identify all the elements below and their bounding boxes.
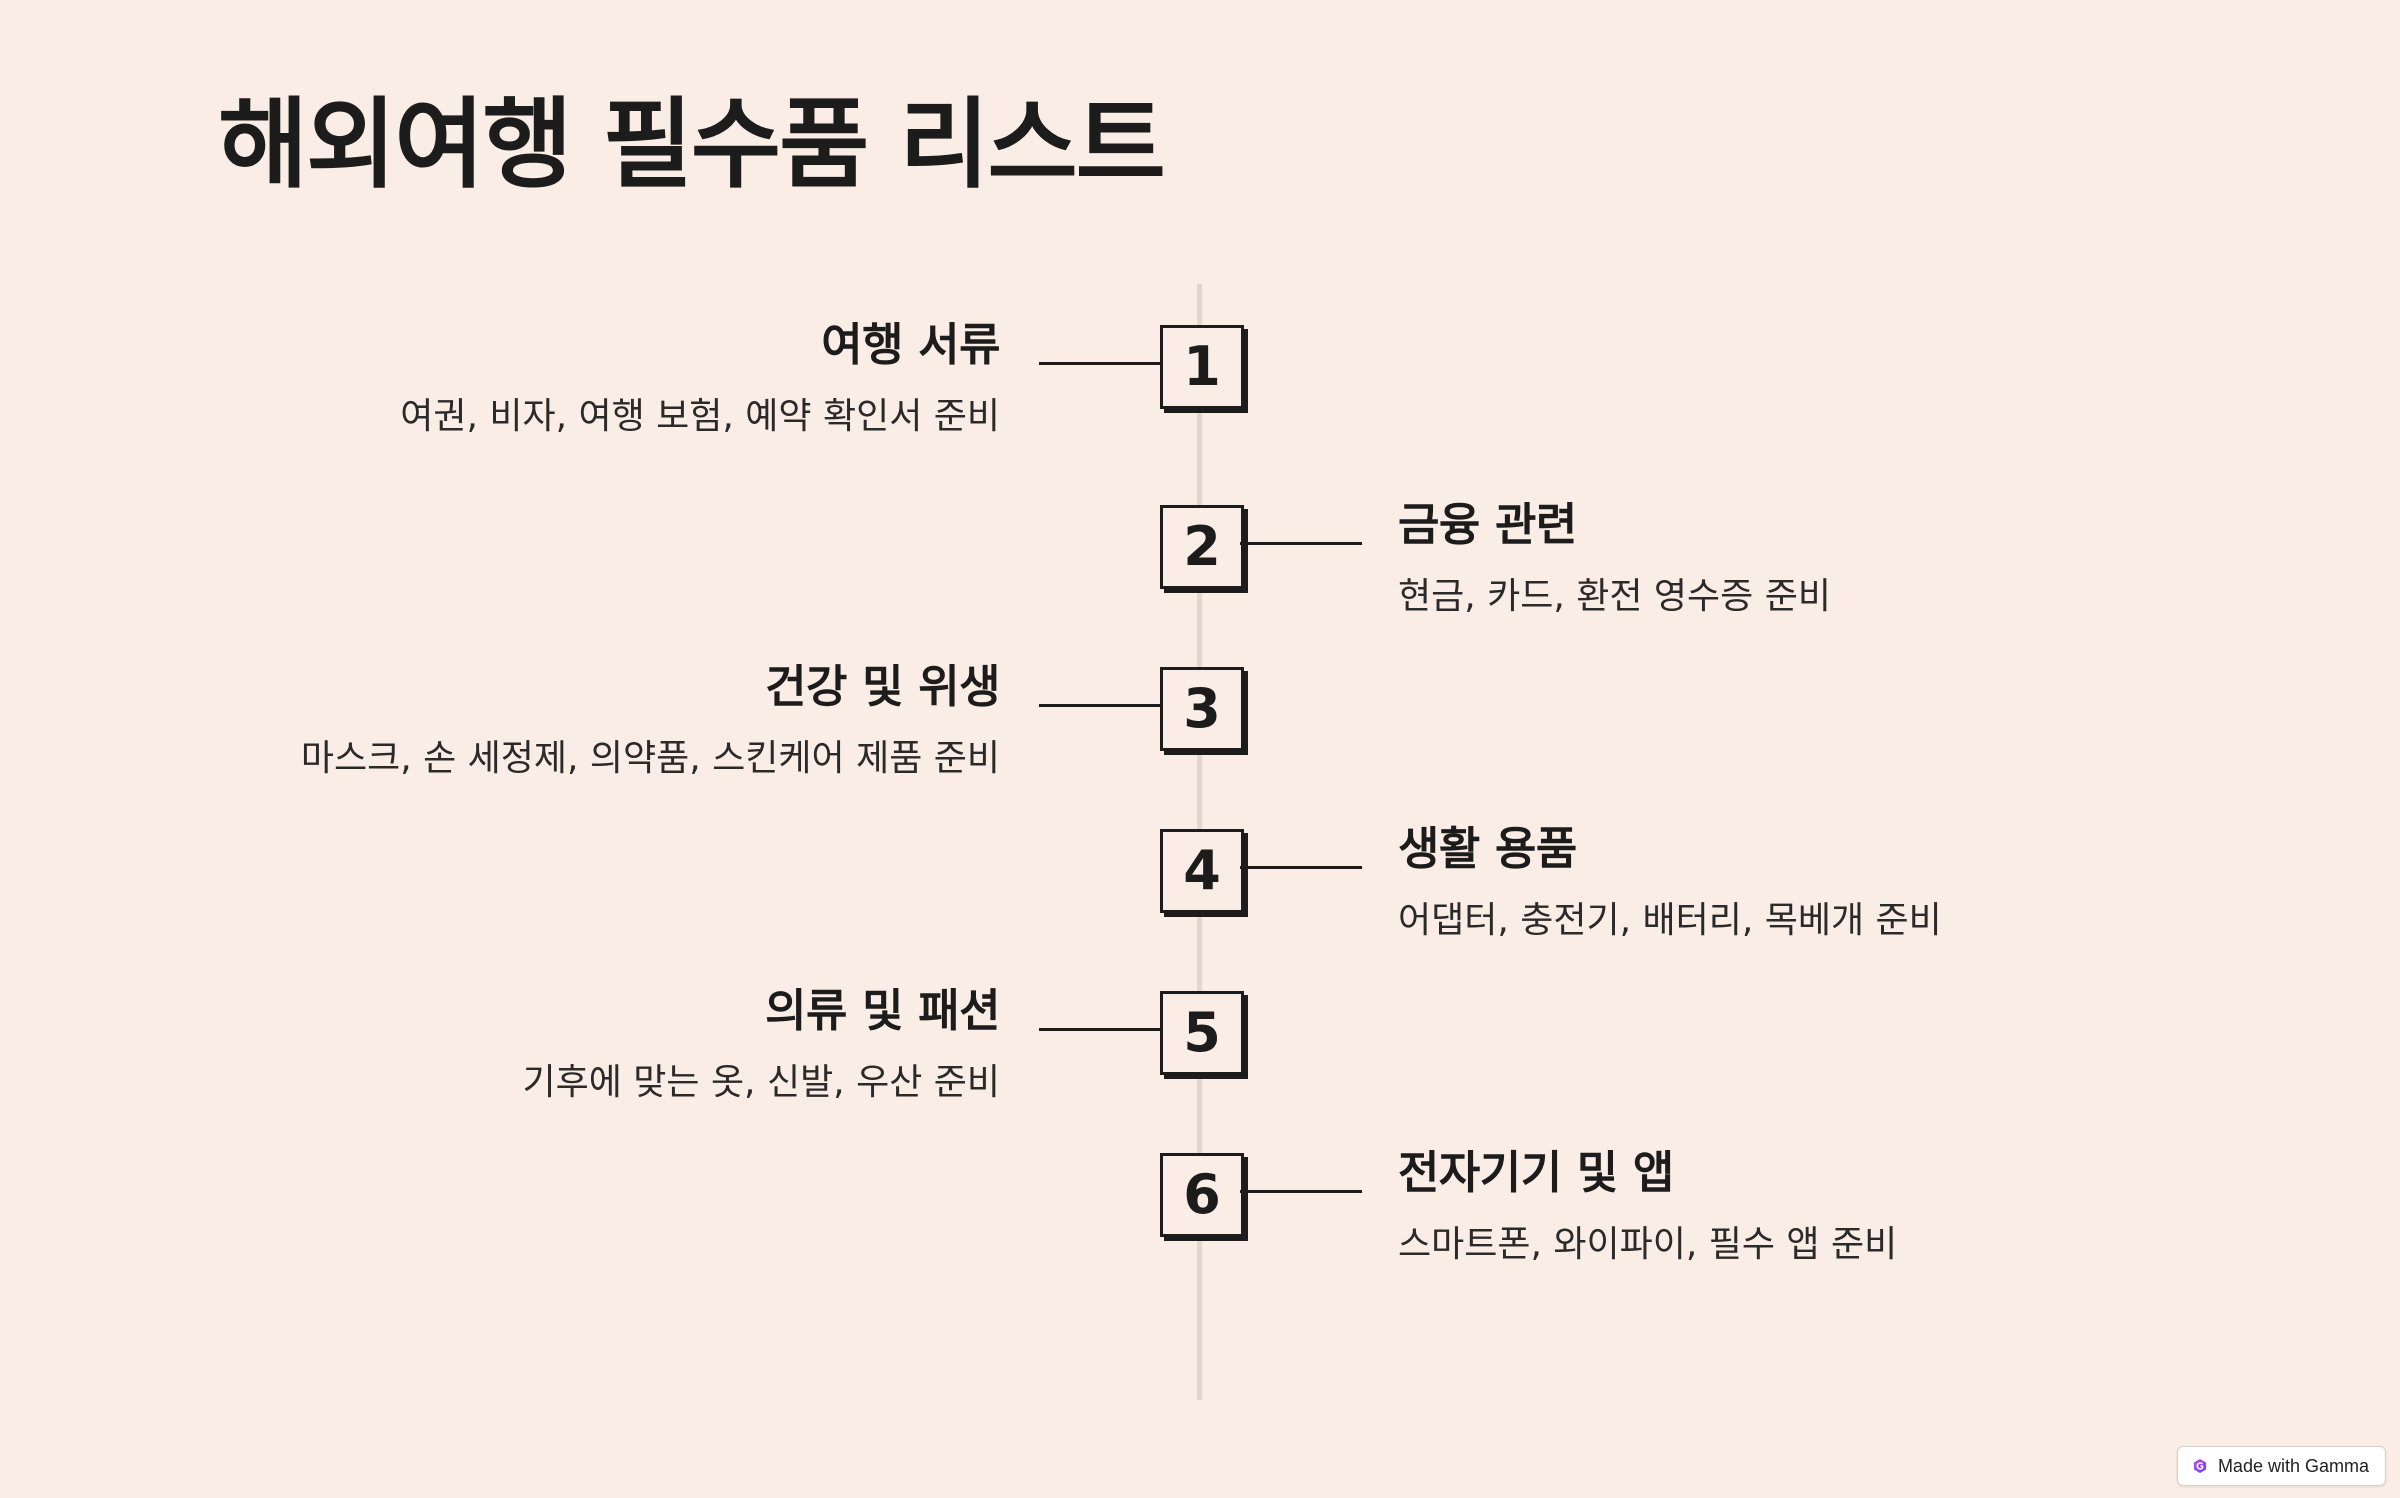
item-description: 현금, 카드, 환전 영수증 준비 bbox=[1398, 576, 1831, 617]
step-number-4: 4 bbox=[1160, 829, 1244, 913]
gamma-logo-icon bbox=[2192, 1458, 2208, 1474]
checklist-item-health-hygiene: 건강 및 위생 마스크, 손 세정제, 의약품, 스킨케어 제품 준비 bbox=[300, 659, 1001, 783]
step-number-2: 2 bbox=[1160, 505, 1244, 589]
step-number-6: 6 bbox=[1160, 1153, 1244, 1237]
step-connector-6 bbox=[1240, 1190, 1362, 1193]
step-number-3: 3 bbox=[1160, 667, 1244, 751]
item-heading: 금융 관련 bbox=[1398, 498, 1577, 551]
step-connector-4 bbox=[1240, 866, 1362, 869]
step-number-1: 1 bbox=[1160, 325, 1244, 409]
badge-label: Made with Gamma bbox=[2217, 1455, 2369, 1476]
checklist-item-travel-documents: 여행 서류 여권, 비자, 여행 보험, 예약 확인서 준비 bbox=[400, 317, 1000, 441]
checklist-item-clothing: 의류 및 패션 기후에 맞는 옷, 신발, 우산 준비 bbox=[522, 983, 1000, 1107]
item-description: 기후에 맞는 옷, 신발, 우산 준비 bbox=[522, 1062, 1000, 1103]
made-with-gamma-badge[interactable]: Made with Gamma bbox=[2176, 1446, 2386, 1486]
step-number-5: 5 bbox=[1160, 991, 1244, 1075]
step-connector-5 bbox=[1039, 1028, 1161, 1031]
step-connector-1 bbox=[1039, 362, 1161, 365]
item-heading: 생활 용품 bbox=[1398, 822, 1577, 875]
checklist-item-finance: 금융 관련 현금, 카드, 환전 영수증 준비 bbox=[1398, 497, 1831, 621]
item-description: 마스크, 손 세정제, 의약품, 스킨케어 제품 준비 bbox=[300, 738, 1000, 779]
item-heading: 건강 및 위생 bbox=[765, 660, 1000, 713]
checklist-item-daily-goods: 생활 용품 어댑터, 충전기, 배터리, 목베개 준비 bbox=[1398, 821, 1942, 945]
step-connector-3 bbox=[1039, 704, 1161, 707]
item-heading: 의류 및 패션 bbox=[765, 984, 1000, 1037]
checklist-item-electronics-apps: 전자기기 및 앱 스마트폰, 와이파이, 필수 앱 준비 bbox=[1398, 1145, 1897, 1269]
page-title: 해외여행 필수품 리스트 bbox=[218, 88, 1166, 202]
item-description: 어댑터, 충전기, 배터리, 목베개 준비 bbox=[1398, 900, 1942, 941]
step-connector-2 bbox=[1240, 542, 1362, 545]
item-description: 여권, 비자, 여행 보험, 예약 확인서 준비 bbox=[400, 396, 1000, 437]
item-heading: 여행 서류 bbox=[821, 318, 1000, 371]
item-description: 스마트폰, 와이파이, 필수 앱 준비 bbox=[1398, 1224, 1898, 1265]
item-heading: 전자기기 및 앱 bbox=[1398, 1146, 1674, 1199]
